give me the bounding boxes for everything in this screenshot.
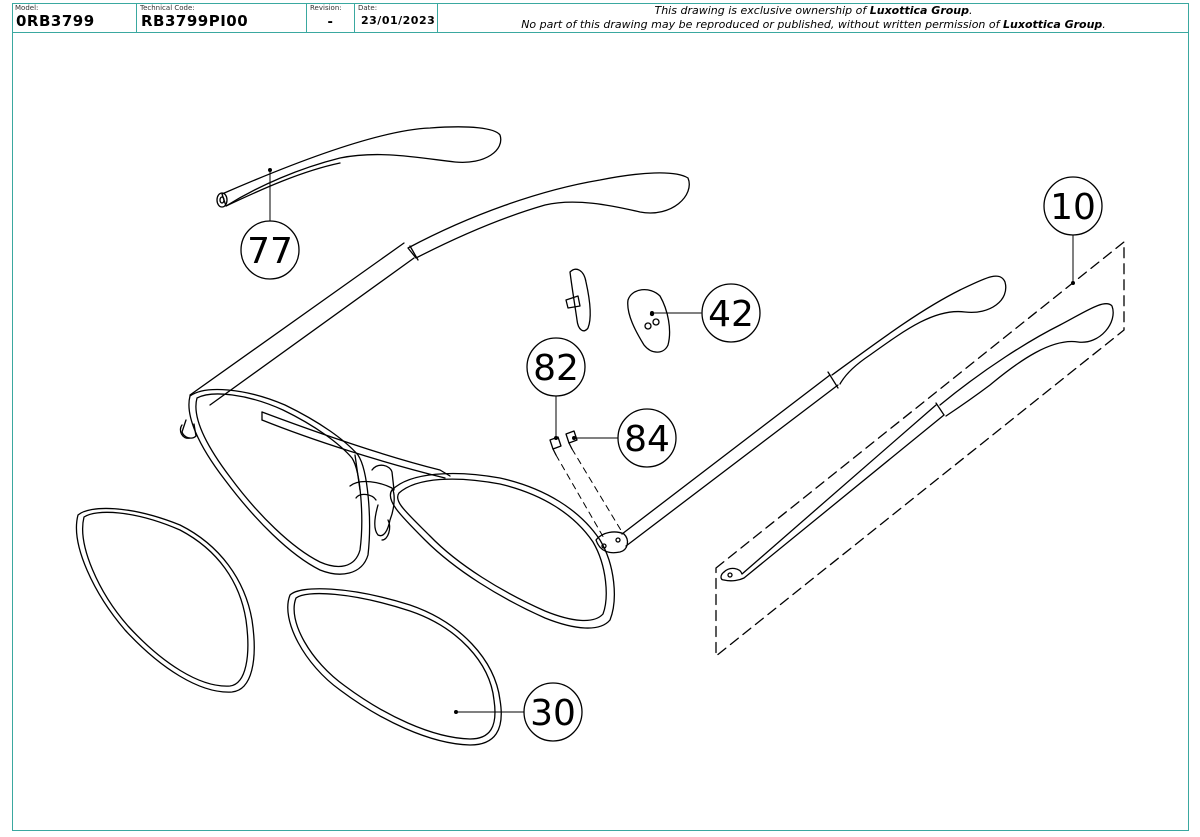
model-label: Model: xyxy=(15,4,39,12)
callout-10: 10 xyxy=(1043,176,1103,236)
left-temple xyxy=(189,172,690,406)
revision-value: - xyxy=(327,15,334,30)
notice-line-1: This drawing is exclusive ownership of L… xyxy=(654,3,973,17)
callout-84-label: 84 xyxy=(624,419,670,460)
nose-pad-left-part xyxy=(565,268,591,332)
brand-name: Luxottica Group xyxy=(1003,17,1103,31)
lens-right-part xyxy=(287,588,502,746)
callout-42: 42 xyxy=(701,283,761,343)
temple-assembly-part xyxy=(715,241,1125,657)
callout-82-label: 82 xyxy=(533,348,579,389)
technical-code-label: Technical Code: xyxy=(140,4,195,12)
revision-cell: Revision: - xyxy=(307,3,355,32)
technical-code-value: RB3799PI00 xyxy=(141,12,249,30)
callout-42-label: 42 xyxy=(708,294,754,335)
nose-pad-part xyxy=(627,289,671,353)
callout-30-label: 30 xyxy=(530,693,576,734)
callout-10-label: 10 xyxy=(1050,187,1096,228)
date-label: Date: xyxy=(358,4,378,12)
right-temple xyxy=(621,275,1007,547)
date-value: 23/01/2023 xyxy=(361,14,436,27)
callout-77-label: 77 xyxy=(247,231,293,272)
ownership-notice: This drawing is exclusive ownership of L… xyxy=(438,3,1189,32)
notice-line-2: No part of this drawing may be reproduce… xyxy=(521,17,1106,31)
callout-30: 30 xyxy=(523,682,583,742)
technical-code-cell: Technical Code: RB3799PI00 xyxy=(137,3,307,32)
leader-lines xyxy=(268,168,1075,714)
lens-left-part xyxy=(75,507,255,693)
screw-parts xyxy=(549,430,623,541)
temple-tip-part xyxy=(216,126,502,208)
brand-name: Luxottica Group xyxy=(869,3,970,17)
callout-77: 77 xyxy=(240,220,300,280)
date-cell: Date: 23/01/2023 xyxy=(355,3,438,32)
model-cell: Model: 0RB3799 xyxy=(12,3,137,32)
callout-82: 82 xyxy=(526,337,586,397)
title-block: Model: 0RB3799 Technical Code: RB3799PI0… xyxy=(12,3,1189,33)
drawing-sheet-border xyxy=(12,3,1189,831)
front-frame xyxy=(179,388,629,629)
callout-84: 84 xyxy=(617,408,677,468)
revision-label: Revision: xyxy=(310,4,342,12)
model-value: 0RB3799 xyxy=(16,12,95,30)
